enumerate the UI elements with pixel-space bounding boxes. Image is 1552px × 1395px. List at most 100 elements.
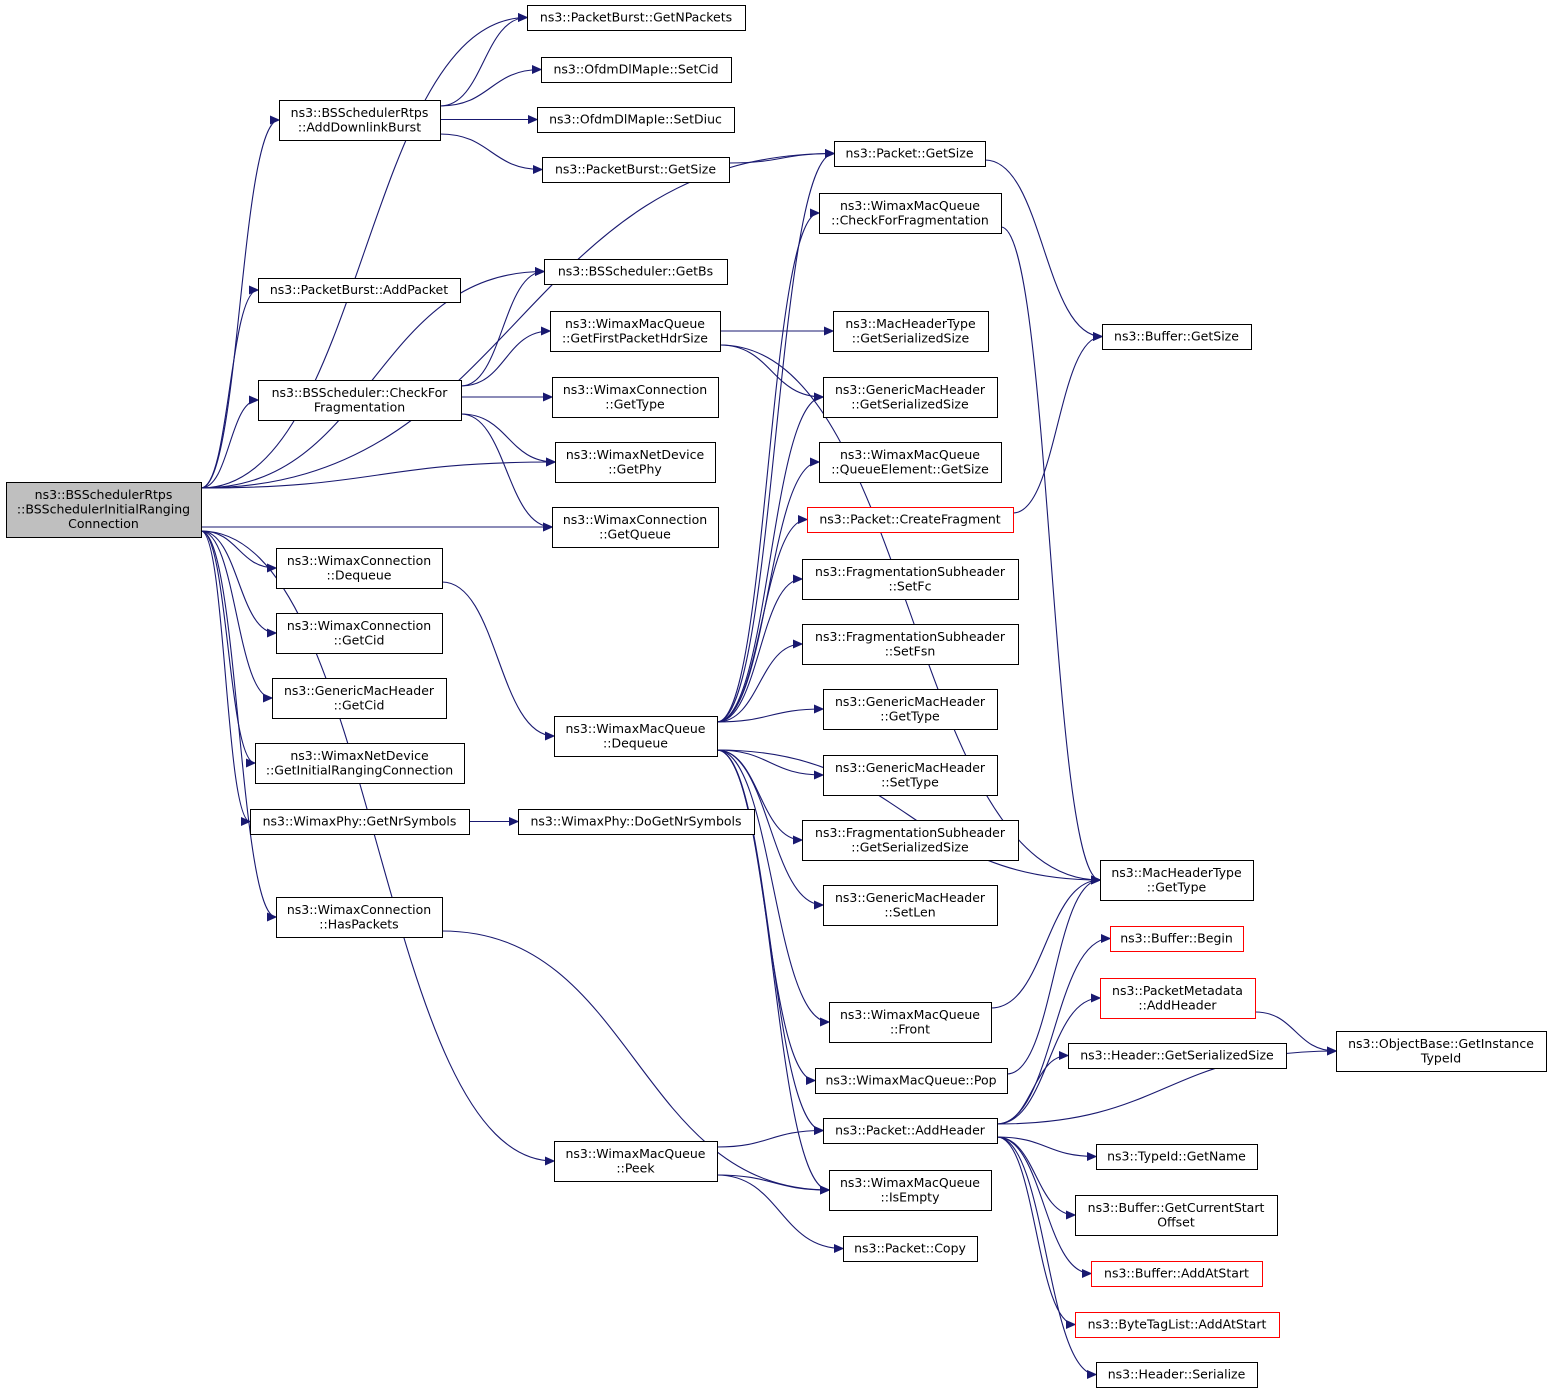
edge-wmq-dequeue-to-gmh-set-len bbox=[716, 749, 823, 905]
edge-root-to-phy-get-nr bbox=[200, 530, 250, 822]
node-wc-get-type[interactable]: ns3::WimaxConnection::GetType bbox=[552, 377, 719, 418]
node-buf-begin[interactable]: ns3::Buffer::Begin bbox=[1110, 926, 1244, 952]
edge-pm-add-header-to-ob-get-instance bbox=[1254, 1011, 1336, 1051]
edge-root-to-wnd-get-irc bbox=[200, 530, 255, 763]
node-box bbox=[1100, 860, 1254, 901]
node-wc-get-cid[interactable]: ns3::WimaxConnection::GetCid bbox=[276, 613, 443, 654]
node-gmh-get-ser[interactable]: ns3::GenericMacHeader::GetSerializedSize bbox=[823, 377, 998, 418]
node-box bbox=[258, 278, 461, 303]
node-pb-get-npackets[interactable]: ns3::PacketBurst::GetNPackets bbox=[527, 5, 746, 31]
node-pb-get-size[interactable]: ns3::PacketBurst::GetSize bbox=[542, 157, 730, 183]
node-label-line: ::GetSerializedSize bbox=[851, 396, 969, 411]
node-gmh-get-type[interactable]: ns3::GenericMacHeader::GetType bbox=[823, 689, 998, 730]
edge-wmq-check-frag-to-mht-get-type bbox=[1000, 226, 1100, 880]
edge-wmq-get-first-to-mht-get-type bbox=[719, 344, 1100, 880]
node-box bbox=[555, 442, 716, 483]
edge-root-to-pb-get-npackets bbox=[200, 18, 527, 489]
node-btl-add-at-start[interactable]: ns3::ByteTagList::AddAtStart bbox=[1075, 1312, 1280, 1338]
edge-wmq-dequeue-to-pkt-add-header bbox=[716, 749, 823, 1131]
node-label-line: ns3::WimaxConnection bbox=[563, 382, 707, 397]
node-label-line: ns3::Buffer::GetSize bbox=[1114, 329, 1239, 344]
edge-wmq-dequeue-to-wmq-is-empty bbox=[716, 749, 829, 1190]
node-phy-do-get-nr[interactable]: ns3::WimaxPhy::DoGetNrSymbols bbox=[518, 809, 755, 835]
node-label-line: ::Front bbox=[890, 1021, 930, 1036]
node-wc-get-queue[interactable]: ns3::WimaxConnection::GetQueue bbox=[552, 507, 719, 548]
node-wmq-dequeue[interactable]: ns3::WimaxMacQueue::Dequeue bbox=[554, 716, 718, 757]
node-label-line: ns3::FragmentationSubheader bbox=[815, 564, 1006, 579]
edge-wmq-dequeue-to-pkt-get-size bbox=[716, 154, 834, 723]
node-bs-get-bs[interactable]: ns3::BSScheduler::GetBs bbox=[544, 259, 728, 285]
node-fs-set-fc[interactable]: ns3::FragmentationSubheader::SetFc bbox=[802, 559, 1019, 600]
node-box bbox=[554, 716, 718, 757]
edge-root-to-gmh-get-cid bbox=[200, 530, 272, 698]
node-label-line: ns3::WimaxMacQueue bbox=[565, 316, 705, 331]
node-wmq-check-frag[interactable]: ns3::WimaxMacQueue::CheckForFragmentatio… bbox=[819, 193, 1002, 234]
edge-wmq-peek-to-pkt-add-header bbox=[716, 1131, 823, 1148]
node-box bbox=[541, 57, 732, 83]
edge-pkt-add-header-to-btl-add-at-start bbox=[996, 1136, 1075, 1325]
node-tid-get-name[interactable]: ns3::TypeId::GetName bbox=[1096, 1144, 1258, 1170]
node-pkt-copy[interactable]: ns3::Packet::Copy bbox=[843, 1236, 978, 1262]
node-label-line: ns3::GenericMacHeader bbox=[835, 890, 986, 905]
edge-wmq-peek-to-pkt-copy bbox=[716, 1174, 843, 1249]
node-label-line: Fragmentation bbox=[314, 399, 405, 414]
node-pb-add-packet[interactable]: ns3::PacketBurst::AddPacket bbox=[258, 278, 461, 303]
node-hdr-get-ser[interactable]: ns3::Header::GetSerializedSize bbox=[1068, 1043, 1287, 1069]
node-label-line: ns3::BSSchedulerRtps bbox=[291, 105, 429, 120]
edge-bs-check-frag-to-wc-get-queue bbox=[460, 413, 552, 527]
node-gmh-get-cid[interactable]: ns3::GenericMacHeader::GetCid bbox=[272, 678, 447, 719]
node-label-line: ::GetType bbox=[1147, 879, 1207, 894]
node-wc-dequeue[interactable]: ns3::WimaxConnection::Dequeue bbox=[276, 548, 443, 589]
node-box bbox=[554, 1141, 718, 1182]
node-wnd-get-phy[interactable]: ns3::WimaxNetDevice::GetPhy bbox=[555, 442, 716, 483]
edge-wmq-dequeue-to-fs-set-fc bbox=[716, 579, 802, 723]
node-phy-get-nr[interactable]: ns3::WimaxPhy::GetNrSymbols bbox=[250, 809, 470, 835]
edge-wmq-dequeue-to-wmq-check-frag bbox=[716, 213, 819, 723]
node-pkt-create-frag[interactable]: ns3::Packet::CreateFragment bbox=[807, 507, 1014, 533]
node-wmq-front[interactable]: ns3::WimaxMacQueue::Front bbox=[829, 1002, 992, 1043]
node-hdr-serialize[interactable]: ns3::Header::Serialize bbox=[1096, 1362, 1258, 1388]
node-gmh-set-len[interactable]: ns3::GenericMacHeader::SetLen bbox=[823, 885, 998, 926]
node-wmq-pop[interactable]: ns3::WimaxMacQueue::Pop bbox=[815, 1068, 1008, 1094]
node-gmh-set-type[interactable]: ns3::GenericMacHeader::SetType bbox=[823, 755, 998, 796]
node-pm-add-header[interactable]: ns3::PacketMetadata::AddHeader bbox=[1100, 978, 1256, 1019]
node-wmq-peek[interactable]: ns3::WimaxMacQueue::Peek bbox=[554, 1141, 718, 1182]
node-add-downlink-burst[interactable]: ns3::BSSchedulerRtps::AddDownlinkBurst bbox=[279, 100, 441, 141]
node-mht-get-ser[interactable]: ns3::MacHeaderType::GetSerializedSize bbox=[833, 311, 989, 352]
node-fs-set-fsn[interactable]: ns3::FragmentationSubheader::SetFsn bbox=[802, 624, 1019, 665]
edges-layer bbox=[200, 18, 1336, 1375]
edge-root-to-wc-dequeue bbox=[200, 530, 276, 568]
node-ofdm-set-cid[interactable]: ns3::OfdmDlMapIe::SetCid bbox=[541, 57, 732, 83]
node-box bbox=[1075, 1312, 1280, 1338]
node-label-line: ns3::GenericMacHeader bbox=[835, 694, 986, 709]
node-bs-check-frag[interactable]: ns3::BSScheduler::CheckForFragmentation bbox=[258, 380, 462, 421]
node-buf-add-at-start[interactable]: ns3::Buffer::AddAtStart bbox=[1091, 1261, 1263, 1287]
node-box bbox=[537, 107, 735, 133]
edge-bs-check-frag-to-wmq-get-first bbox=[460, 331, 550, 387]
node-label-line: ns3::FragmentationSubheader bbox=[815, 825, 1006, 840]
node-root[interactable]: ns3::BSSchedulerRtps::BSSchedulerInitial… bbox=[6, 482, 202, 538]
edge-wmq-pop-to-mht-get-type bbox=[1006, 880, 1100, 1075]
edge-wmq-get-first-to-gmh-get-ser bbox=[719, 344, 823, 397]
node-pkt-get-size[interactable]: ns3::Packet::GetSize bbox=[834, 141, 986, 167]
node-wmq-is-empty[interactable]: ns3::WimaxMacQueue::IsEmpty bbox=[829, 1170, 992, 1211]
node-buf-get-size[interactable]: ns3::Buffer::GetSize bbox=[1102, 324, 1252, 350]
node-mht-get-type[interactable]: ns3::MacHeaderType::GetType bbox=[1100, 860, 1254, 901]
node-qe-get-size[interactable]: ns3::WimaxMacQueue::QueueElement::GetSiz… bbox=[819, 442, 1002, 483]
node-box bbox=[258, 380, 462, 421]
edge-bs-check-frag-to-bs-get-bs bbox=[460, 272, 544, 387]
node-wc-has-packets[interactable]: ns3::WimaxConnection::HasPackets bbox=[276, 897, 443, 938]
node-wnd-get-irc[interactable]: ns3::WimaxNetDevice::GetInitialRangingCo… bbox=[255, 743, 465, 784]
node-label-line: ::SetFsn bbox=[885, 643, 936, 658]
node-label-line: ns3::Header::Serialize bbox=[1108, 1367, 1246, 1382]
node-fs-get-ser[interactable]: ns3::FragmentationSubheader::GetSerializ… bbox=[802, 820, 1019, 861]
node-label-line: ns3::OfdmDlMapIe::SetCid bbox=[553, 62, 718, 77]
node-ofdm-set-diuc[interactable]: ns3::OfdmDlMapIe::SetDiuc bbox=[537, 107, 735, 133]
node-wmq-get-first[interactable]: ns3::WimaxMacQueue::GetFirstPacketHdrSiz… bbox=[550, 311, 721, 352]
node-box bbox=[1096, 1362, 1258, 1388]
node-pkt-add-header[interactable]: ns3::Packet::AddHeader bbox=[823, 1118, 998, 1144]
node-box bbox=[550, 311, 721, 352]
node-box bbox=[807, 507, 1014, 533]
